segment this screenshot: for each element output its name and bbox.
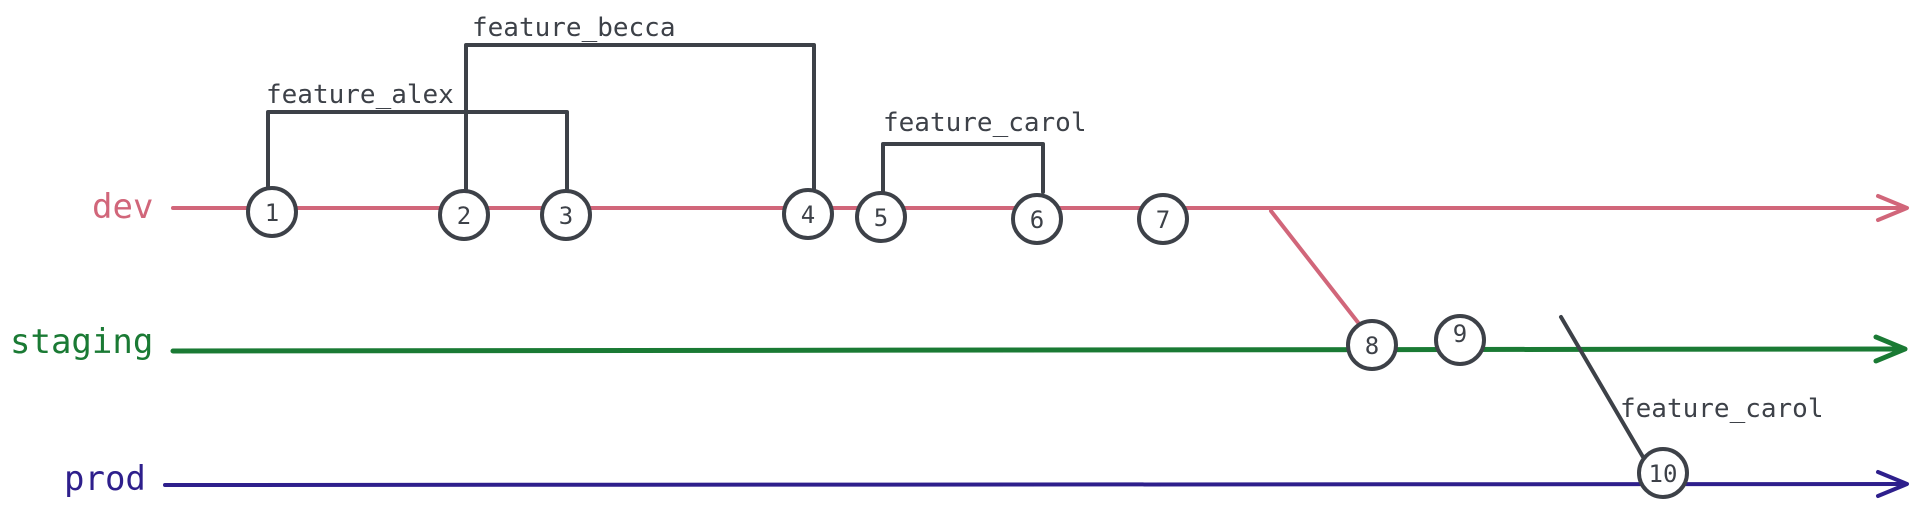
feature-carol-prod-label: feature_carol	[1620, 394, 1824, 424]
commit-node: 8	[1346, 319, 1398, 371]
commit-node: 7	[1137, 193, 1189, 245]
dev-branch-label: dev	[92, 187, 153, 227]
commit-label: 9	[1453, 320, 1467, 348]
commit-node: 6	[1011, 193, 1063, 245]
commit-node: 10	[1637, 447, 1689, 499]
commit-label: 7	[1156, 206, 1170, 234]
commit-node: 1	[246, 186, 298, 238]
feature-carol-bracket	[881, 142, 1045, 194]
commit-node: 5	[855, 191, 907, 243]
prod-arrowhead	[1876, 470, 1909, 498]
commit-node: 9	[1434, 314, 1486, 366]
staging-branch-label: staging	[10, 322, 153, 362]
staging-branch-line	[170, 346, 1906, 354]
commit-label: 8	[1365, 332, 1379, 360]
feature-alex-bracket	[266, 110, 569, 192]
staging-branch	[170, 334, 1908, 364]
feature-becca-label: feature_becca	[472, 13, 676, 43]
commit-label: 4	[801, 201, 815, 229]
commit-label: 10	[1649, 460, 1678, 488]
prod-branch-line	[163, 482, 1907, 487]
dev-arrowhead	[1876, 194, 1909, 222]
commit-label: 6	[1030, 206, 1044, 234]
feature-alex-label: feature_alex	[266, 80, 454, 110]
commit-label: 5	[874, 204, 888, 232]
commit-label: 3	[559, 202, 573, 230]
staging-to-prod-connector	[1559, 315, 1645, 459]
dev-to-staging-connector	[1269, 209, 1362, 327]
prod-branch-label: prod	[64, 459, 146, 499]
prod-branch	[163, 470, 1909, 498]
commit-label: 1	[265, 199, 279, 227]
feature-carol-label: feature_carol	[883, 108, 1087, 138]
staging-arrowhead	[1873, 334, 1908, 364]
commit-label: 2	[457, 202, 471, 230]
feature-becca-bracket	[464, 43, 816, 192]
commit-node: 2	[438, 189, 490, 241]
commit-node: 3	[540, 189, 592, 241]
commit-node: 4	[782, 188, 834, 240]
